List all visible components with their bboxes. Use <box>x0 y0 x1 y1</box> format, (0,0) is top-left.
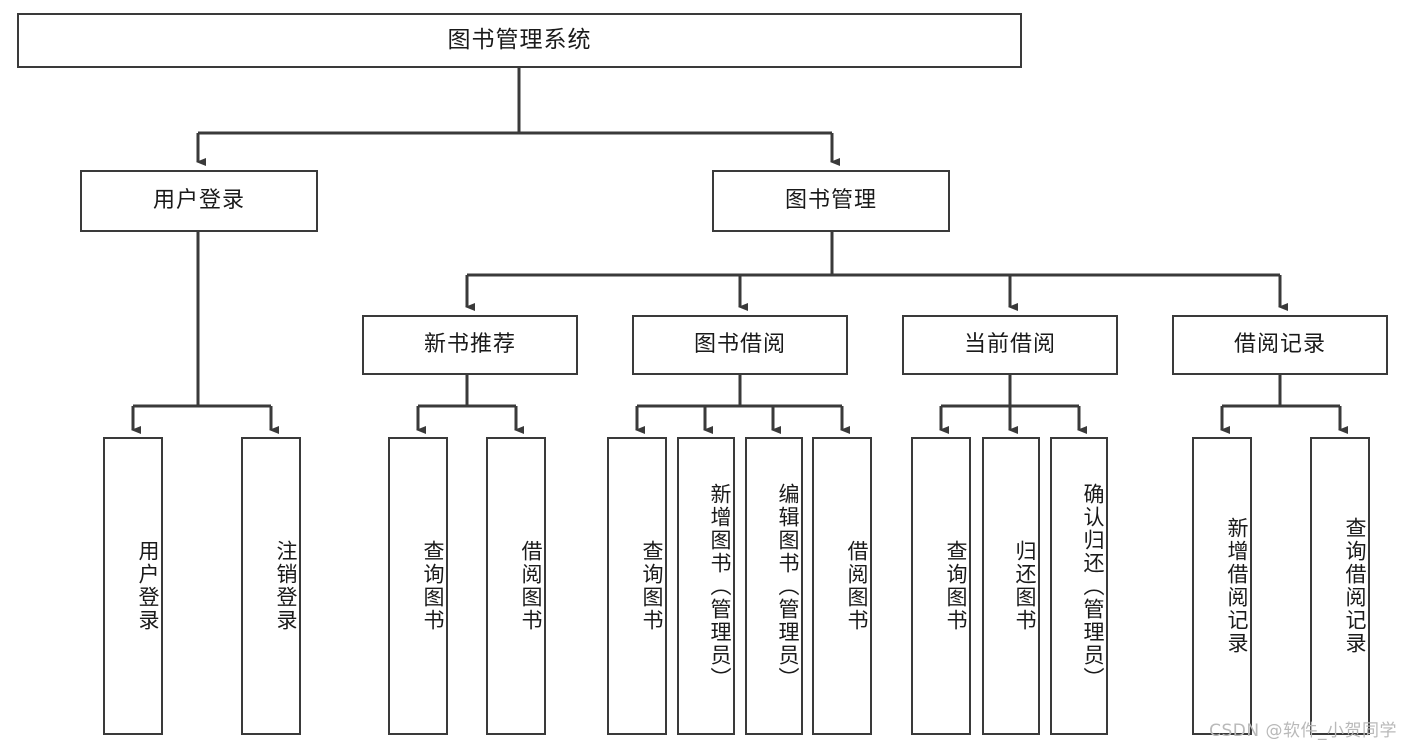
leaf-logout-login-label: 注销登录 <box>274 540 298 632</box>
leaf-user-login-label: 用户登录 <box>136 540 160 632</box>
leaf-query-book-3[interactable]: 查询图书 <box>911 437 971 735</box>
leaf-borrow-book-1[interactable]: 借阅图书 <box>486 437 546 735</box>
leaf-edit-book-label: 编辑图书（管理员） <box>776 482 800 690</box>
leaf-query-borrow-record-label: 查询借阅记录 <box>1343 517 1367 655</box>
leaf-query-book-3-label: 查询图书 <box>944 540 968 632</box>
node-current-borrow[interactable]: 当前借阅 <box>902 315 1118 375</box>
leaf-return-book[interactable]: 归还图书 <box>982 437 1040 735</box>
node-root-system-label: 图书管理系统 <box>447 26 592 53</box>
leaf-borrow-book-2-label: 借阅图书 <box>845 540 869 632</box>
leaf-return-book-label: 归还图书 <box>1013 540 1037 632</box>
csdn-watermark: CSDN @软件_小贺同学 <box>1209 721 1397 741</box>
leaf-query-borrow-record[interactable]: 查询借阅记录 <box>1310 437 1370 735</box>
leaf-edit-book[interactable]: 编辑图书（管理员） <box>745 437 803 735</box>
node-user-login-label: 用户登录 <box>152 187 245 213</box>
node-new-book-recommend-label: 新书推荐 <box>423 331 516 357</box>
leaf-confirm-return-label: 确认归还（管理员） <box>1081 482 1105 690</box>
leaf-query-book-2-label: 查询图书 <box>640 540 664 632</box>
node-current-borrow-label: 当前借阅 <box>963 331 1056 357</box>
leaf-confirm-return[interactable]: 确认归还（管理员） <box>1050 437 1108 735</box>
node-root-system[interactable]: 图书管理系统 <box>17 13 1022 68</box>
leaf-add-borrow-record-label: 新增借阅记录 <box>1225 517 1249 655</box>
leaf-user-login[interactable]: 用户登录 <box>103 437 163 735</box>
node-new-book-recommend[interactable]: 新书推荐 <box>362 315 578 375</box>
leaf-borrow-book-1-label: 借阅图书 <box>519 540 543 632</box>
leaf-query-book-1[interactable]: 查询图书 <box>388 437 448 735</box>
node-book-management[interactable]: 图书管理 <box>712 170 950 232</box>
node-book-borrow[interactable]: 图书借阅 <box>632 315 848 375</box>
node-book-management-label: 图书管理 <box>784 187 877 213</box>
leaf-add-book-label: 新增图书（管理员） <box>708 482 732 690</box>
leaf-query-book-1-label: 查询图书 <box>421 540 445 632</box>
leaf-query-book-2[interactable]: 查询图书 <box>607 437 667 735</box>
leaf-logout-login[interactable]: 注销登录 <box>241 437 301 735</box>
node-borrow-record[interactable]: 借阅记录 <box>1172 315 1388 375</box>
node-book-borrow-label: 图书借阅 <box>693 331 786 357</box>
node-borrow-record-label: 借阅记录 <box>1233 331 1326 357</box>
leaf-add-book[interactable]: 新增图书（管理员） <box>677 437 735 735</box>
node-user-login[interactable]: 用户登录 <box>80 170 318 232</box>
leaf-add-borrow-record[interactable]: 新增借阅记录 <box>1192 437 1252 735</box>
leaf-borrow-book-2[interactable]: 借阅图书 <box>812 437 872 735</box>
